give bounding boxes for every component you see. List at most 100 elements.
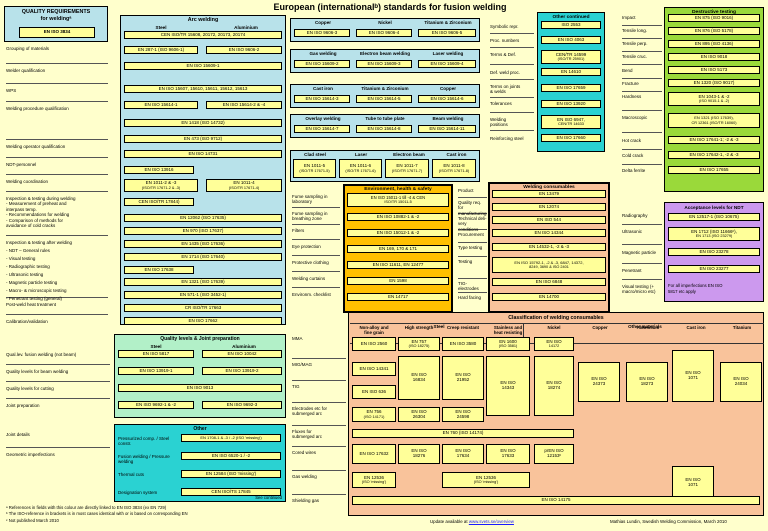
chip-en-iso-6947: EN ISO 6947, CEN/TR 14633 <box>541 115 601 129</box>
cell-mt-al-main: EN ISO <box>639 376 655 382</box>
qr-title-line2: for weldingᵃ <box>40 15 72 22</box>
footnote-b: ᵇ The ISO-reference in brackets is in mo… <box>6 511 188 517</box>
label-fume-lab-l0: Fume sampling in <box>292 194 328 199</box>
label-fume-sampling-breathing: Fume sampling in breathing zone <box>292 211 340 225</box>
chip-en-iso-9013: EN ISO 9013 <box>118 384 282 392</box>
col-laser-welding: Laser welding <box>432 51 464 56</box>
chip-en-iso-15614-3: EN ISO 15614-3 <box>294 95 350 103</box>
col-cast-iron-bt: Cast iron <box>686 325 706 330</box>
chip-en-1043-sub: (ISO 9015-1 & -2) <box>699 99 729 104</box>
chip-en-iso-9018: EN ISO 9018 <box>668 53 760 61</box>
label-terms-on-joints-l1: & welds <box>490 89 506 95</box>
insp-after-l1: - NDT – General rules <box>6 247 50 253</box>
label-cored-wires: Cored wires <box>292 450 346 471</box>
cell-titanium: EN ISO 24034 <box>720 362 762 402</box>
cell-sub-electrodes-high: EN ISO 26304 <box>398 407 440 422</box>
label-magnetic-particle: Magnetic particle <box>622 250 662 264</box>
chip-en-iso-15012: EN ISO 15012-1 & -2 <box>347 229 449 237</box>
cell-mt-al-sub: 18273 <box>640 381 654 386</box>
chip-en-iso-15607: EN ISO 15607, 15610, 15611, 15612, 15613 <box>124 85 282 93</box>
footnote-c: ᶜ Not published March 2010 <box>6 517 59 523</box>
col-copper-2: Copper <box>439 86 457 91</box>
page-title: European (internationalᵇ) standards for … <box>273 2 507 12</box>
chip-en-iso-17641: EN ISO 17641-1; -2 & -3 <box>668 136 760 144</box>
chip-en-1713-sub: EN 1713 (ISO 23279) <box>695 234 733 239</box>
insp-after-l6: - Macro- & microscopic testing <box>6 287 67 293</box>
insp-after-l2: - Visual testing <box>6 255 36 261</box>
chip-en-1011-6-main: EN 1011-6 <box>349 163 372 169</box>
label-pressurized-comp: Pressurized comp. / Steel constr. <box>118 436 170 447</box>
label-qual-lev-fusion-welding: Qual.lev. fusion welding (not beam) <box>6 352 110 365</box>
col-creep-resistant: Creep resistant <box>447 325 479 330</box>
cell-cw-cr-main: EN ISO <box>455 448 471 454</box>
chip-en-iso-15614-1: EN ISO 15614-1 <box>124 101 198 109</box>
quality-requirements-label-column: Grouping of materials Welder qualificati… <box>6 46 108 329</box>
arc-welding-header: Arc welding <box>187 17 219 23</box>
chip-en-iso-13919-1: EN ISO 13919-1 <box>118 367 194 375</box>
chip-en-1011-5-main: EN 1011-5 <box>303 163 326 169</box>
cell-migmag-tig-creep: EN ISO 21952 <box>442 356 484 400</box>
chip-en-14717: EN 14717 <box>347 293 449 301</box>
col-cast-iron: Cast iron <box>313 86 333 91</box>
chip-en-iso-15614-2-4: EN ISO 15614-2 & -4 <box>206 101 282 109</box>
cell-mma-nickel: EN ISO 14172 <box>534 337 574 351</box>
cell-migmag-tig-copper: EN ISO 24373 <box>578 362 620 402</box>
label-ultrasonic: Ultrasonic <box>622 229 662 245</box>
footer-credit: Mathias Lundin, Swedish Welding Commissi… <box>610 519 727 524</box>
other-box-header: Other <box>193 426 207 432</box>
cell-mt-high-sub: 16834 <box>412 377 426 382</box>
insp-after-l5: - Magnetic particle testing <box>6 279 58 285</box>
chip-en-iso-6947-sub: CEN/TR 14633 <box>558 122 584 127</box>
label-procurement: Procurement <box>458 232 487 243</box>
footer-update-text: Update available at <box>430 519 469 524</box>
chip-en-iso-10042: EN ISO 10042 <box>202 350 282 358</box>
insp-during-l2: interpass temp. <box>6 206 37 212</box>
chip-en-iso-17638: EN ISO 17638 <box>124 266 194 274</box>
label-eye-protection: Eye protection <box>292 244 340 256</box>
cell-tig-nonalloy: EN ISO 636 <box>352 385 396 399</box>
label-fume-sampling-lab: Fume sampling in laboratory <box>292 194 340 208</box>
label-tig-electrodes: TIG-electrodes <box>458 281 487 293</box>
chip-en-iso-15792-sub: 8249, 3690 & ISO 2401 <box>529 265 569 270</box>
col-copper: Copper <box>592 325 608 330</box>
col-stainless-l1: heat resisting <box>493 330 523 336</box>
chip-en-iso-544: EN ISO 544 <box>492 216 606 224</box>
cell-sub-electrodes-creep: EN ISO 24598 <box>442 407 484 422</box>
chip-en-iso-17655: EN ISO 17655 <box>668 166 760 174</box>
label-protective-clothing: Protective clothing <box>292 260 340 272</box>
col-titanium-zirconium: Titanium & Zirconium <box>424 20 472 25</box>
cell-migmag-tig-nickel: EN ISO 18274 <box>534 356 574 416</box>
chip-en-1011-2-3-sub: (ISO/TR 17671-2 & -3) <box>141 185 181 190</box>
chip-en-12584: EN 12584 (ISO 'missing') <box>181 470 281 478</box>
chip-en-iso-9692-1-2: EN ISO 9692-1 & -2 <box>118 401 194 409</box>
label-fusion-pressure-welding: Fusion welding / Pressure welding <box>118 454 170 465</box>
label-fume-lab-l1: laboratory <box>292 199 313 205</box>
chip-en-iso-13919-2: EN ISO 13919-2 <box>202 367 282 375</box>
cell-mt-high-main: EN ISO <box>411 372 427 378</box>
chip-en-iso-23277: EN ISO 23277 <box>668 265 760 273</box>
chip-en-iso-15609-3: EN ISO 15609-3 <box>356 60 412 68</box>
label-welding-coordination: Welding coordination <box>6 175 108 192</box>
other-continued-header: Other continued <box>552 14 590 20</box>
col-laser: Laser <box>354 152 368 157</box>
ndt-note-l0: For all imperfections EN ISO <box>668 283 723 288</box>
label-hot-crack: Hot crack <box>622 138 662 150</box>
label-welding-operator-qualification: Welding operator qualification <box>6 140 108 158</box>
chip-en-iso-9606-2: EN ISO 9606-2 <box>206 46 282 54</box>
cell-ci-b-main: EN ISO <box>685 477 701 483</box>
label-penetrant: Penetrant <box>622 268 662 280</box>
label-quality-req-manufacturing: Quality req. for manufacturing <box>458 200 487 216</box>
label-grouping-of-materials: Grouping of materials <box>6 46 108 64</box>
chip-en-14610: EN 14610 <box>541 68 601 76</box>
col-beam-welding: Beam welding <box>432 116 464 121</box>
chip-en-iso-14731: EN ISO 14731 <box>124 150 282 158</box>
chip-en-iso-15609-4: EN ISO 15609-4 <box>418 60 476 68</box>
chip-en-iso-15614-11: EN ISO 15614-11 <box>418 125 476 133</box>
cell-mma-creep: EN ISO 3580 <box>442 337 484 351</box>
cell-mma-nonalloy: EN ISO 2560 <box>352 337 396 351</box>
label-designation-system: Designation system <box>118 490 158 495</box>
footer-update-link[interactable]: www.svets.se/overview <box>468 519 514 524</box>
qr-title-line1: QUALITY REQUIREMENTS <box>21 9 91 15</box>
chip-en-169-170-171: EN 169, 170 & 171 <box>347 245 449 253</box>
chip-cen-tr-14599-main: CEN/TR 14599 <box>555 51 587 57</box>
